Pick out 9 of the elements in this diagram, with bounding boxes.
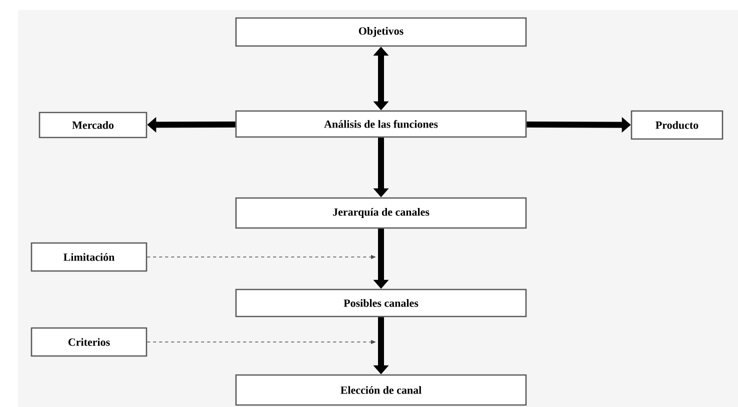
process-box: Análisis de las funciones bbox=[235, 110, 527, 138]
process-box: Criterios bbox=[30, 327, 148, 357]
process-box: Objetivos bbox=[235, 17, 527, 47]
process-box: Jerarquía de canales bbox=[235, 197, 527, 229]
process-box: Elección de canal bbox=[235, 374, 527, 406]
process-box: Producto bbox=[630, 110, 724, 140]
process-box: Mercado bbox=[38, 112, 148, 138]
process-box: Limitación bbox=[30, 242, 148, 272]
process-box: Posibles canales bbox=[235, 288, 527, 318]
